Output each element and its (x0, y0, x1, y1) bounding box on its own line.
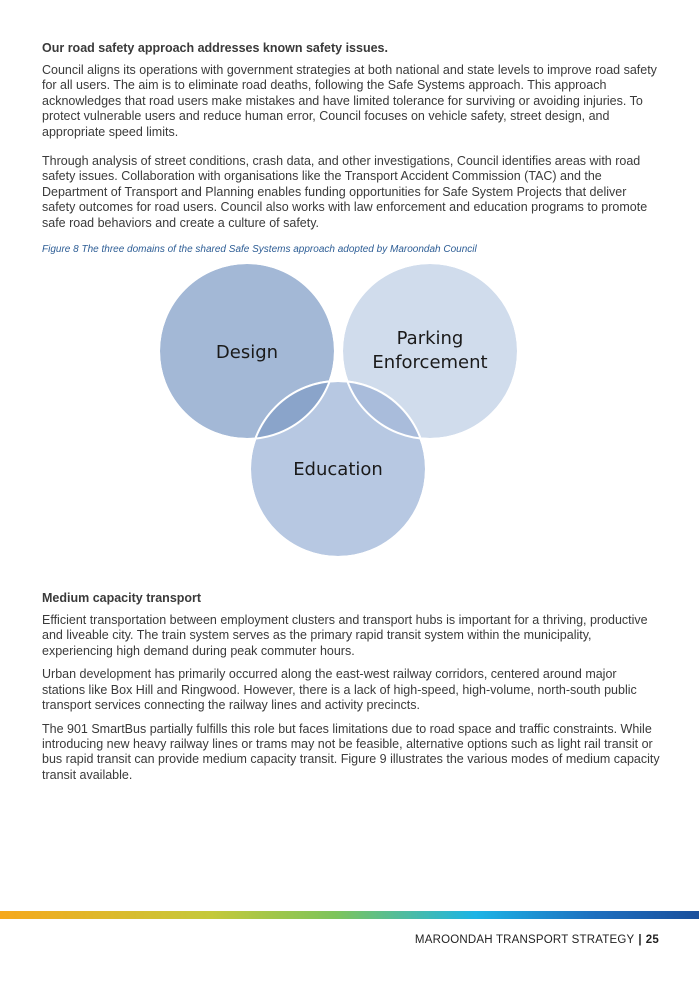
education-label: Education (293, 459, 383, 480)
road-safety-paragraph-1: Council aligns its operations with gover… (42, 63, 657, 139)
parking-label-line2: Enforcement (372, 352, 487, 373)
footer-gradient-bar (0, 911, 699, 919)
venn-diagram: Design Parking Enforcement Education (42, 264, 662, 564)
page-content: Our road safety approach addresses known… (42, 40, 662, 791)
medium-capacity-paragraph-1: Efficient transportation between employm… (42, 613, 648, 658)
road-safety-paragraph-2: Through analysis of street conditions, c… (42, 154, 648, 230)
design-label: Design (216, 342, 278, 363)
page-number: 25 (645, 934, 659, 946)
venn-svg: Design Parking Enforcement Education (158, 264, 519, 559)
road-safety-heading: Our road safety approach addresses known… (42, 41, 388, 55)
figure-caption: Figure 8 The three domains of the shared… (42, 244, 477, 256)
footer-separator: | (638, 934, 642, 946)
road-safety-section: Our road safety approach addresses known… (42, 40, 662, 231)
parking-circle-outline (341, 264, 519, 441)
medium-capacity-heading: Medium capacity transport (42, 591, 202, 606)
parking-label-line1: Parking (397, 328, 464, 349)
medium-capacity-section: Medium capacity transport Efficient tran… (42, 590, 662, 783)
education-circle-outline (249, 380, 427, 559)
page-footer: MAROONDAH TRANSPORT STRATEGY|25 (415, 934, 659, 946)
medium-capacity-paragraph-2: Urban development has primarily occurred… (42, 667, 637, 713)
medium-capacity-paragraph-3: The 901 SmartBus partially fulfills this… (42, 721, 660, 782)
footer-title: MAROONDAH TRANSPORT STRATEGY (414, 934, 635, 946)
design-circle-outline (158, 264, 336, 441)
